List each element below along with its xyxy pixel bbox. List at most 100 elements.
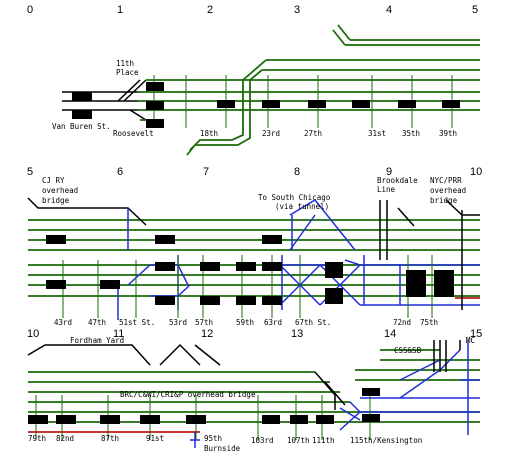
section-marker: 8 bbox=[294, 166, 300, 178]
upper-track bbox=[262, 24, 480, 71]
platform bbox=[100, 415, 120, 424]
section-marker: 10 bbox=[27, 328, 39, 340]
main-track bbox=[355, 349, 480, 381]
overhead-line bbox=[27, 197, 147, 226]
other-railroad-line bbox=[339, 340, 480, 435]
platform bbox=[140, 415, 160, 424]
label-107th: 107th bbox=[287, 436, 310, 445]
platform bbox=[325, 262, 343, 278]
label-95th: 95th bbox=[204, 434, 222, 443]
platform bbox=[200, 296, 220, 305]
label-cjry: bridge bbox=[42, 196, 70, 205]
label-brookdale: Brookdale bbox=[377, 176, 418, 185]
platform bbox=[262, 235, 282, 244]
label-79th: 79th bbox=[28, 434, 46, 443]
label-11th-place: 11th bbox=[116, 59, 134, 68]
platform bbox=[325, 288, 343, 304]
label-43rd: 43rd bbox=[54, 318, 72, 327]
label-67th: 67th St. bbox=[295, 318, 331, 327]
label-18th: 18th bbox=[200, 129, 218, 138]
section-marker: 10 bbox=[470, 166, 482, 178]
platform bbox=[146, 101, 164, 110]
label-47th: 47th bbox=[88, 318, 106, 327]
label-75th: 75th bbox=[420, 318, 438, 327]
label-23rd: 23rd bbox=[262, 129, 280, 138]
overhead-line bbox=[314, 371, 346, 410]
row-3: 10 11 12 13 14 15 Fordham Yard bbox=[27, 328, 482, 453]
label-51st: 51st St. bbox=[119, 318, 155, 327]
label-mc: MC bbox=[466, 336, 475, 345]
section-marker: 5 bbox=[27, 166, 33, 178]
platform bbox=[217, 100, 235, 108]
label-59th: 59th bbox=[236, 318, 254, 327]
platform bbox=[398, 100, 416, 108]
label-91st: 91st bbox=[146, 434, 164, 443]
label-cjry: CJ RY bbox=[42, 176, 65, 185]
section-marker: 6 bbox=[117, 166, 123, 178]
label-csssb: CSS&SB bbox=[394, 346, 422, 355]
section-marker: 9 bbox=[386, 166, 392, 178]
section-marker: 5 bbox=[472, 4, 478, 16]
platform bbox=[362, 414, 380, 422]
section-marker: 3 bbox=[294, 4, 300, 16]
label-87th: 87th bbox=[101, 434, 119, 443]
label-south-chicago: (via tunnel) bbox=[275, 202, 329, 211]
platform bbox=[362, 388, 380, 396]
post-line bbox=[379, 200, 463, 310]
label-brookdale: Line bbox=[377, 185, 396, 194]
platform bbox=[308, 100, 326, 108]
curve-track bbox=[186, 59, 267, 156]
section-marker: 0 bbox=[27, 4, 33, 16]
label-103rd: 103rd bbox=[251, 436, 274, 445]
platform bbox=[316, 415, 334, 424]
section-marker: 14 bbox=[384, 328, 396, 340]
label-nycprr: overhead bbox=[430, 186, 466, 195]
label-roosevelt: Roosevelt bbox=[113, 129, 154, 138]
label-brc-bridge: BRC/C&WI/CRI&P overhead bridge bbox=[120, 390, 256, 399]
platform bbox=[352, 100, 370, 108]
label-39th: 39th bbox=[439, 129, 457, 138]
label-11th-place: Place bbox=[116, 68, 139, 77]
label-fordham-yard: Fordham Yard bbox=[70, 336, 124, 345]
platform bbox=[442, 100, 460, 108]
platform bbox=[262, 262, 282, 271]
platform bbox=[56, 415, 76, 424]
platform bbox=[100, 280, 120, 289]
section-marker: 7 bbox=[203, 166, 209, 178]
section-marker: 2 bbox=[207, 4, 213, 16]
platform bbox=[186, 415, 206, 424]
platform bbox=[236, 296, 256, 305]
label-27th: 27th bbox=[304, 129, 322, 138]
platform bbox=[146, 82, 164, 91]
platform bbox=[434, 270, 454, 297]
label-35th: 35th bbox=[402, 129, 420, 138]
other-railroad-line bbox=[190, 432, 200, 448]
platform bbox=[406, 270, 426, 297]
label-53rd: 53rd bbox=[169, 318, 187, 327]
label-82nd: 82nd bbox=[56, 434, 74, 443]
label-111th: 111th bbox=[312, 436, 335, 445]
platform bbox=[46, 235, 66, 244]
label-burnside: Burnside bbox=[204, 444, 241, 453]
platform bbox=[155, 235, 175, 244]
platform bbox=[72, 92, 92, 101]
row-2: 5 6 7 8 9 10 bbox=[27, 166, 482, 327]
overhead-line bbox=[27, 343, 221, 366]
platform bbox=[262, 415, 280, 424]
platform bbox=[155, 296, 175, 305]
platform bbox=[28, 415, 48, 424]
label-72nd: 72nd bbox=[393, 318, 411, 327]
platform bbox=[262, 100, 280, 108]
section-marker: 4 bbox=[386, 4, 392, 16]
platform bbox=[200, 262, 220, 271]
section-marker: 13 bbox=[291, 328, 303, 340]
section-marker: 11 bbox=[113, 328, 124, 340]
label-63rd: 63rd bbox=[264, 318, 282, 327]
platform bbox=[262, 296, 282, 305]
platform bbox=[236, 262, 256, 271]
label-nycprr: bridge bbox=[430, 196, 458, 205]
label-nycprr: NYC/PRR bbox=[430, 176, 462, 185]
post-line bbox=[433, 340, 461, 372]
label-57th: 57th bbox=[195, 318, 213, 327]
